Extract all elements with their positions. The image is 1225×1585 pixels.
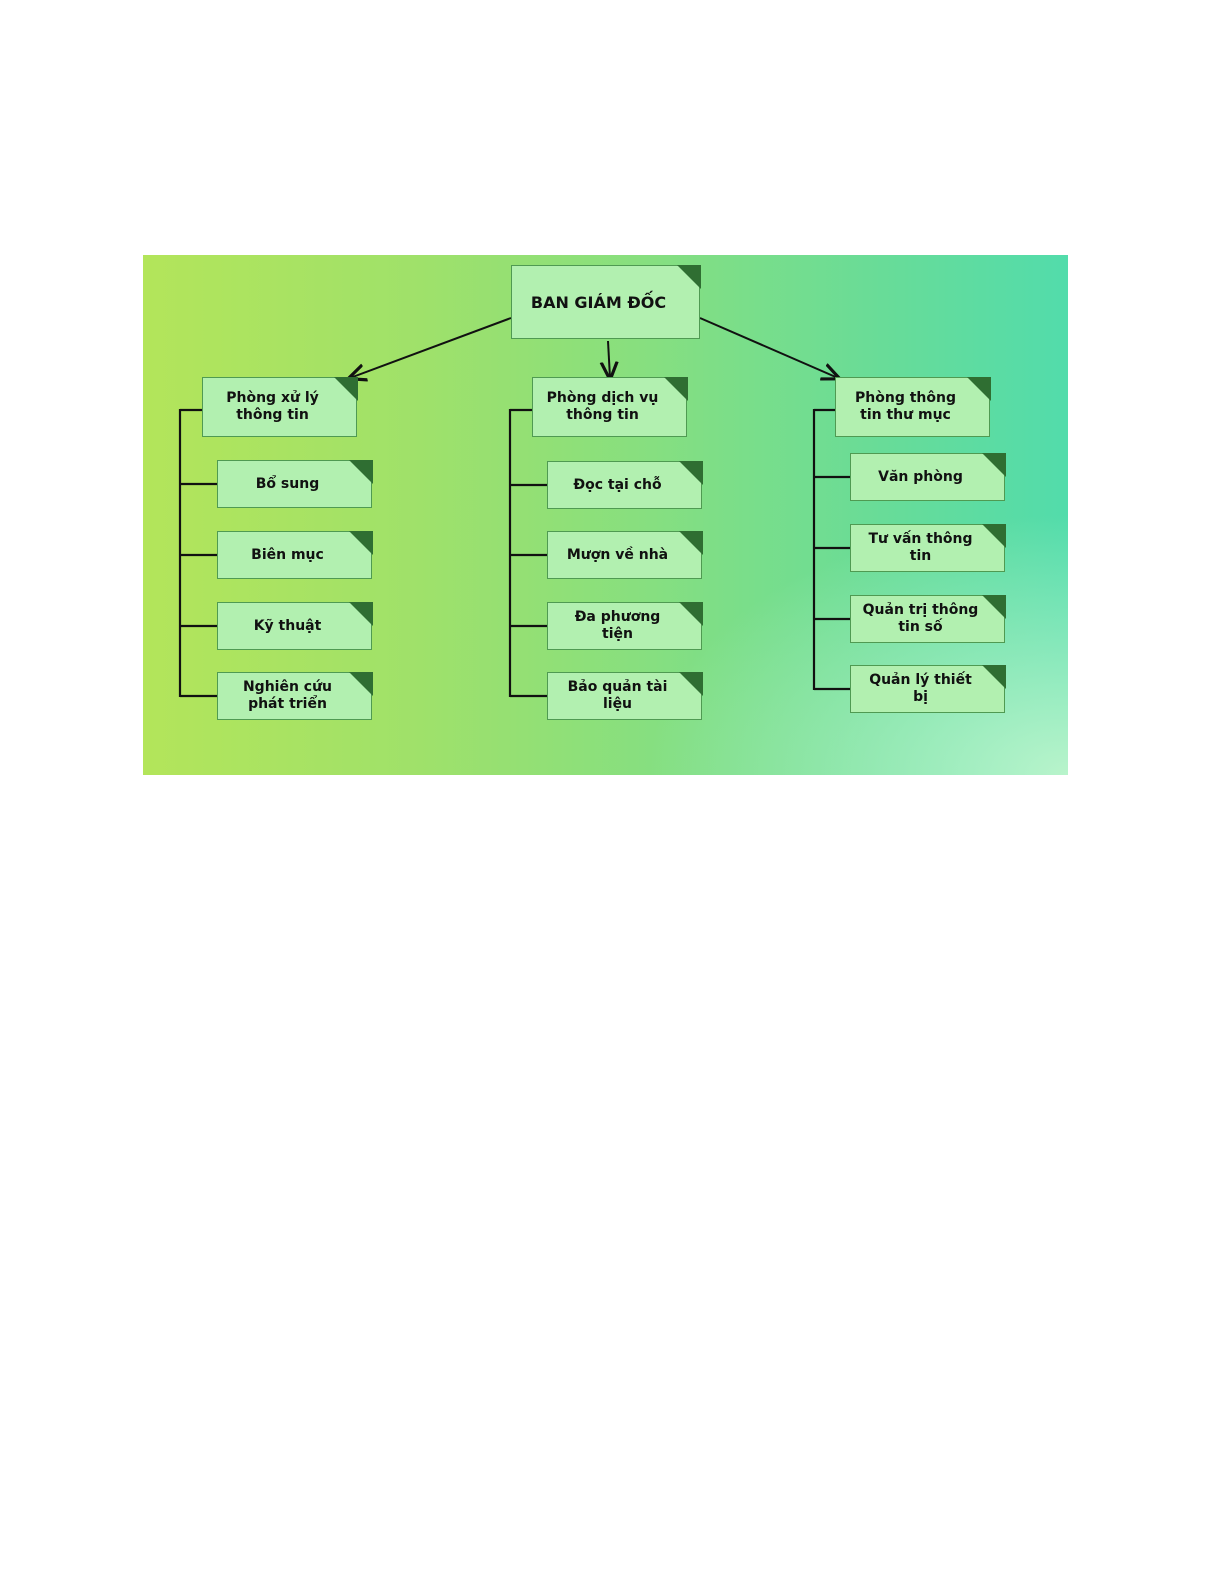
unit-node: Bổ sung [217,459,373,508]
unit-node: Đọc tại chỗ [547,460,703,509]
unit-node: Mượn về nhà [547,530,703,579]
unit-node: Bảo quản tài liệu [547,671,703,720]
unit-node: Tư vấn thông tin [850,523,1006,572]
unit-node: Đa phương tiện [547,601,703,650]
arrow-to-col-1 [350,317,512,378]
department-node: Phòng xử lý thông tin [202,376,358,437]
root-node: BAN GIÁM ĐỐC [511,264,701,339]
department-node: Phòng dịch vụ thông tin [532,376,688,437]
unit-node: Quản lý thiết bị [850,664,1006,713]
unit-node: Kỹ thuật [217,601,373,650]
department-node: Phòng thông tin thư mục [835,376,991,437]
unit-node: Quản trị thông tin số [850,594,1006,643]
connectors [178,317,850,698]
unit-node: Nghiên cứu phát triển [217,671,373,720]
unit-node: Văn phòng [850,452,1006,501]
org-chart: BAN GIÁM ĐỐC Phòng xử lý thông tin Bổ sun… [143,255,1068,775]
arrow-to-col-3 [699,317,838,378]
arrow-to-col-2 [608,340,610,378]
unit-node: Biên mục [217,530,373,579]
